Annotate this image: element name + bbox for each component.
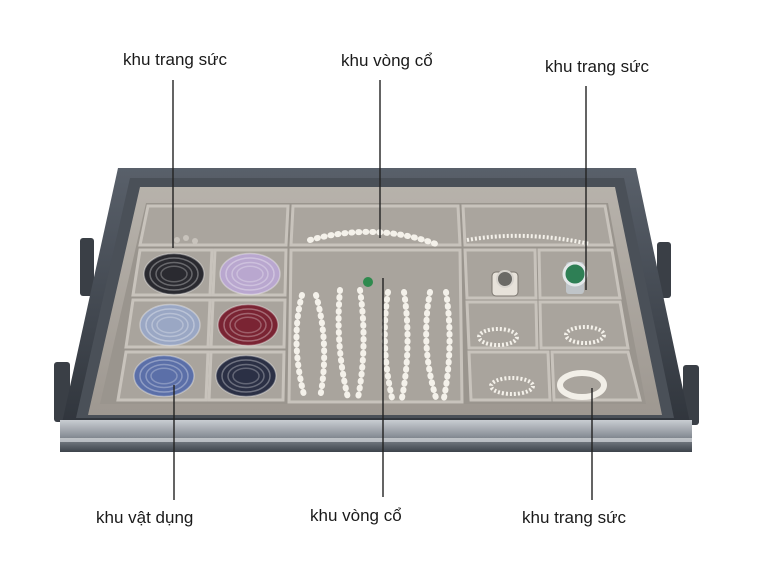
watch-icon	[491, 270, 519, 297]
pendant-icon	[363, 277, 373, 287]
leader-lines	[172, 80, 593, 500]
jewelry-compartments	[463, 248, 642, 402]
rolled-tie-icon	[139, 303, 201, 347]
drawer-front-panel	[60, 420, 692, 452]
rolled-tie-icon	[217, 303, 279, 347]
label-top-right: khu trang sức	[545, 57, 649, 76]
rolled-ties	[133, 252, 281, 398]
pearl-necklaces	[293, 228, 453, 401]
rolled-tie-icon	[143, 252, 205, 296]
pearl-necklace-icon	[466, 233, 591, 246]
ring-icon	[557, 370, 607, 400]
pearl-necklace-icon	[335, 287, 367, 401]
bracelet-icon	[477, 325, 606, 396]
necklace-clasp	[174, 235, 198, 244]
top-row-compartments	[138, 204, 614, 247]
necklace-compartment	[287, 248, 464, 404]
label-bottom-left: khu vật dụng	[96, 508, 194, 527]
watch-icon	[562, 261, 588, 294]
label-top-left: khu trang sức	[123, 50, 227, 69]
label-bottom-right: khu trang sức	[522, 508, 626, 527]
pearl-necklace-icon	[423, 289, 453, 401]
pearl-necklace-icon	[307, 228, 439, 247]
label-top-center: khu vòng cổ	[341, 51, 433, 70]
pearl-necklace-icon	[293, 292, 328, 401]
rolled-tie-icon	[215, 354, 277, 398]
pearl-necklace-icon	[381, 289, 411, 401]
rolled-tie-icon	[133, 354, 195, 398]
rolled-tie-icon	[219, 252, 281, 296]
label-bottom-center: khu vòng cổ	[310, 506, 402, 525]
